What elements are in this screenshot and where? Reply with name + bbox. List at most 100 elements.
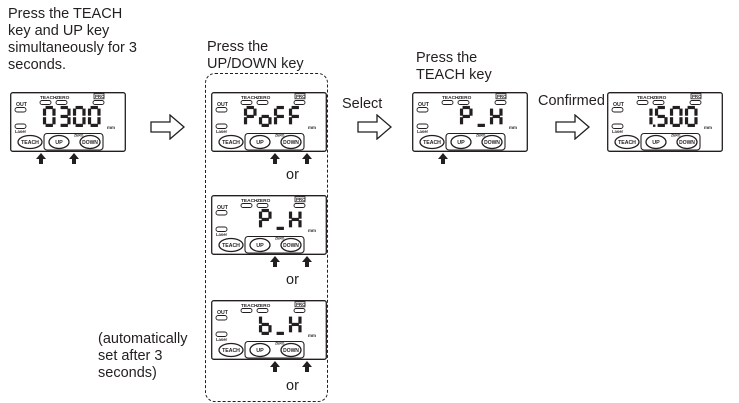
teach-button[interactable]: TEACH <box>614 134 640 150</box>
out-indicator-led <box>215 210 228 216</box>
confirmed-label: Confirmed <box>538 93 605 109</box>
teach-indicator-label: TEACH <box>442 95 459 101</box>
zero-sub-label: ZERO <box>671 134 681 138</box>
press-arrow-icon <box>270 153 280 164</box>
display-digit <box>42 105 56 127</box>
pro-indicator-led <box>293 203 306 208</box>
up-down-bracket <box>244 235 305 254</box>
zero-indicator-led <box>652 100 665 105</box>
pro-indicator-box <box>93 93 105 100</box>
pro-indicator-label: PRO <box>95 94 105 99</box>
up-button[interactable]: UP <box>645 134 667 150</box>
unit-label: mm <box>704 125 712 130</box>
right-arrow-icon <box>357 113 392 141</box>
unit-label: mm <box>509 125 517 130</box>
up-button[interactable]: UP <box>450 134 472 150</box>
laser-indicator-label: Laser <box>612 129 624 134</box>
pro-indicator-label: PRO <box>692 94 702 99</box>
down-button-label: DOWN <box>82 140 98 146</box>
seven-segment-display <box>258 208 302 230</box>
teach-indicator-label: TEACH <box>241 198 258 204</box>
teach-button-label: TEACH <box>618 140 636 146</box>
down-button-label: DOWN <box>484 140 500 146</box>
zero-indicator-led <box>55 100 68 105</box>
down-button[interactable]: DOWN <box>79 134 101 150</box>
teach-button[interactable]: TEACH <box>17 134 43 150</box>
display-digit <box>72 105 86 127</box>
pro-indicator-led <box>293 100 306 105</box>
pro-indicator-box <box>294 93 306 100</box>
right-arrow-icon <box>150 113 185 141</box>
out-indicator-led <box>14 107 27 113</box>
teach-button[interactable]: TEACH <box>218 134 244 150</box>
display-digit <box>60 105 71 127</box>
out-indicator-led <box>215 107 228 113</box>
display-digit <box>288 211 302 228</box>
up-down-bracket <box>244 132 305 151</box>
teach-indicator-led <box>240 100 253 105</box>
laser-indicator-led <box>215 226 228 232</box>
zero-indicator-led <box>256 100 269 105</box>
teach-indicator-label: TEACH <box>40 95 57 101</box>
display-digit <box>258 208 272 228</box>
zero-indicator-label: ZERO <box>458 95 472 101</box>
pro-indicator-led <box>689 100 702 105</box>
press-arrow-icon <box>302 153 312 164</box>
laser-indicator-label: Laser <box>417 129 429 134</box>
down-button[interactable]: DOWN <box>676 134 698 150</box>
laser-indicator-led <box>215 331 228 337</box>
out-indicator-label: OUT <box>217 310 229 316</box>
down-button[interactable]: DOWN <box>481 134 503 150</box>
up-button-label: UP <box>256 348 264 354</box>
out-indicator-label: OUT <box>16 102 28 108</box>
zero-indicator-led <box>256 308 269 313</box>
teach-button[interactable]: TEACH <box>218 237 244 253</box>
down-button[interactable]: DOWN <box>280 237 302 253</box>
laser-indicator-label: Laser <box>216 232 228 237</box>
zero-indicator-label: ZERO <box>56 95 70 101</box>
unit-label: mm <box>308 125 316 130</box>
options-dashed-box <box>205 73 328 402</box>
teach-indicator-label: TEACH <box>637 95 654 101</box>
up-button-label: UP <box>256 243 264 249</box>
down-button[interactable]: DOWN <box>280 134 302 150</box>
zero-sub-label: ZERO <box>275 134 285 138</box>
display-digit <box>459 105 473 125</box>
up-button[interactable]: UP <box>48 134 70 150</box>
teach-indicator-led <box>441 100 454 105</box>
pro-indicator-label: PRO <box>497 94 507 99</box>
up-button-label: UP <box>457 140 465 146</box>
seven-segment-display <box>649 105 698 127</box>
pro-indicator-led <box>92 100 105 105</box>
zero-indicator-label: ZERO <box>257 95 271 101</box>
up-button[interactable]: UP <box>249 134 271 150</box>
or-label: or <box>286 167 299 183</box>
pro-indicator-label: PRO <box>296 302 306 307</box>
teach-indicator-led <box>636 100 649 105</box>
right-arrow-icon <box>555 113 590 141</box>
pro-indicator-box <box>294 196 306 203</box>
pro-indicator-led <box>494 100 507 105</box>
pro-indicator-led <box>293 308 306 313</box>
display-digit <box>258 114 272 127</box>
down-button[interactable]: DOWN <box>280 342 302 358</box>
up-down-bracket <box>244 340 305 359</box>
pro-indicator-label: PRO <box>296 94 306 99</box>
step2-instruction: Press the UP/DOWN key <box>207 39 304 72</box>
teach-button[interactable]: TEACH <box>419 134 445 150</box>
flow-arrow-3 <box>555 113 591 145</box>
laser-indicator-led <box>416 123 429 129</box>
up-down-bracket <box>445 132 506 151</box>
up-down-bracket <box>43 132 104 151</box>
down-button-label: DOWN <box>283 348 299 354</box>
up-button[interactable]: UP <box>249 237 271 253</box>
up-button-label: UP <box>55 140 63 146</box>
teach-button[interactable]: TEACH <box>218 342 244 358</box>
up-down-bracket <box>640 132 701 151</box>
up-button[interactable]: UP <box>249 342 271 358</box>
